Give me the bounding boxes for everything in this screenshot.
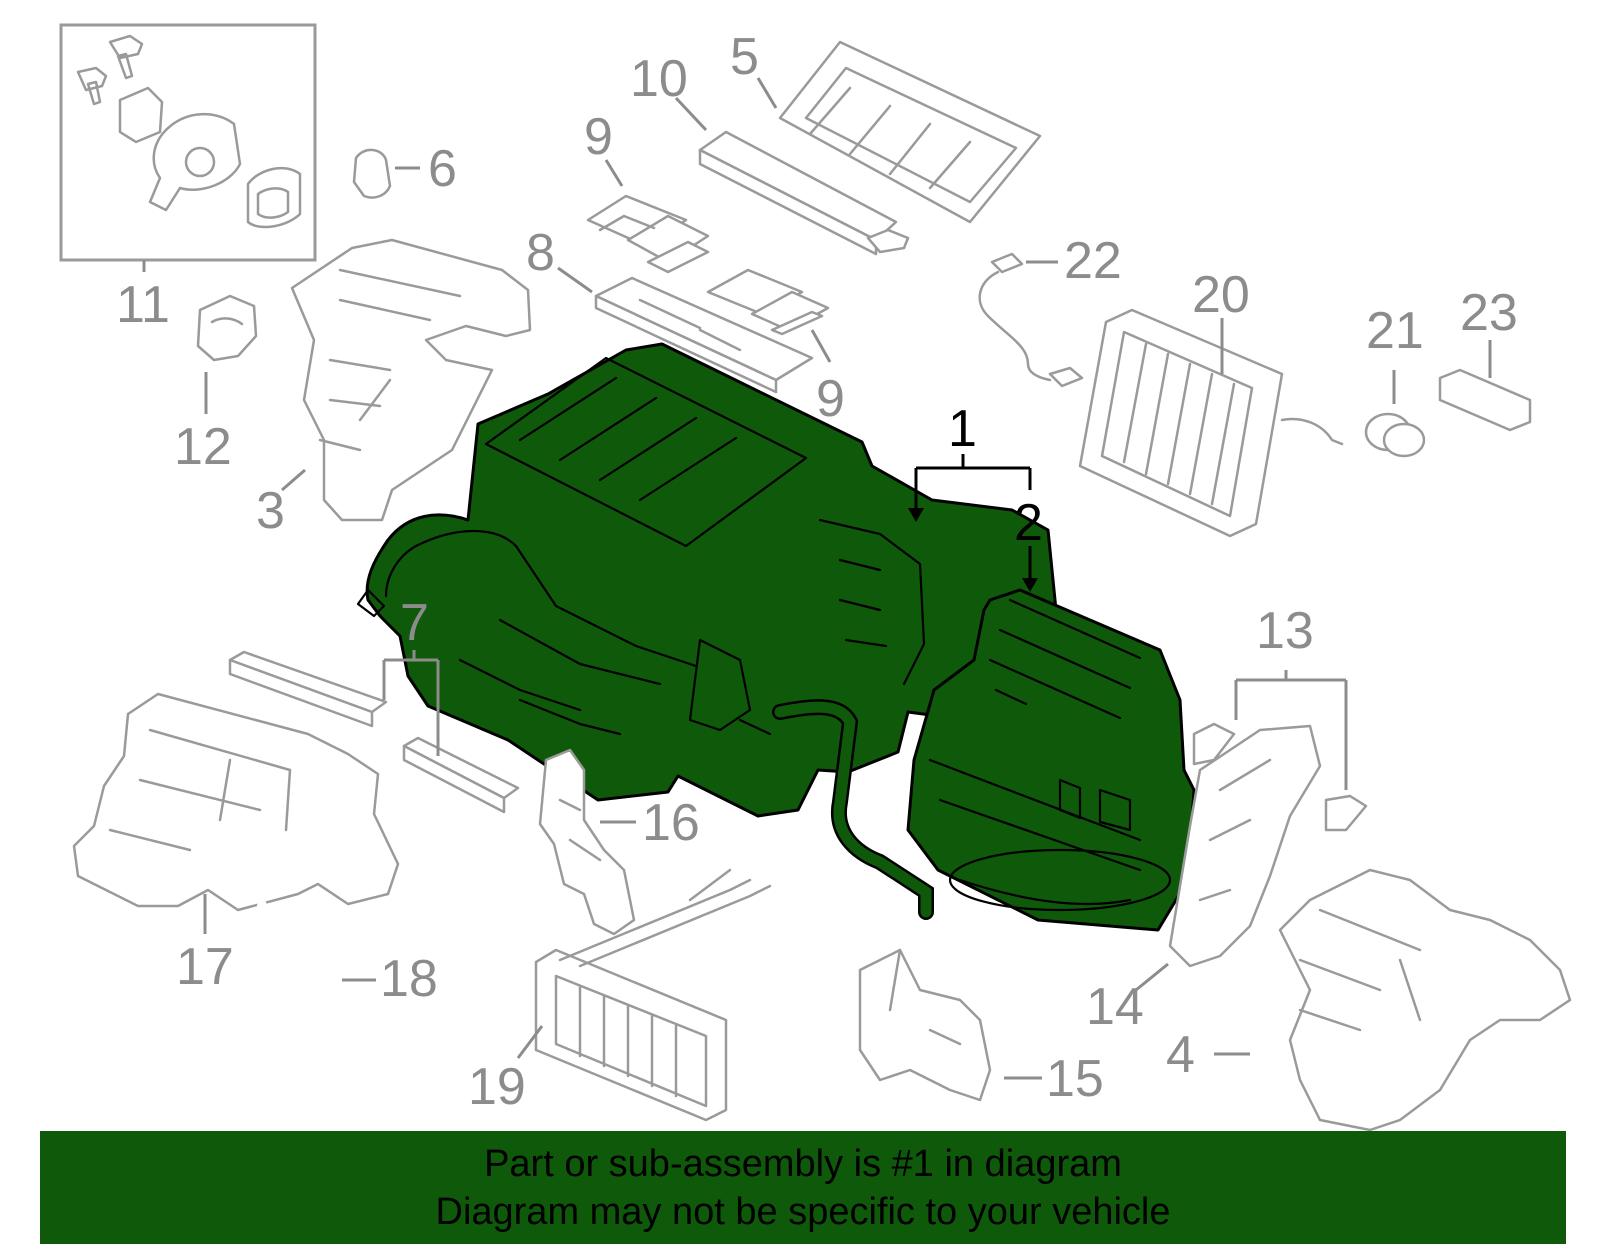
- callout-3: 3: [256, 482, 285, 540]
- part-5-cover[interactable]: [778, 40, 1042, 224]
- part-6[interactable]: [352, 148, 392, 199]
- notice-banner: Part or sub-assembly is #1 in diagram Di…: [40, 1131, 1566, 1244]
- part-13-clips[interactable]: [1192, 722, 1368, 832]
- callout-2: 2: [1014, 494, 1043, 552]
- callout-12: 12: [174, 418, 232, 476]
- callout-4: 4: [1166, 1026, 1195, 1084]
- part-18-hose[interactable]: [256, 899, 389, 1079]
- callout-6: 6: [428, 140, 457, 198]
- part-23[interactable]: [1438, 368, 1532, 432]
- part-14-panel[interactable]: [1168, 724, 1322, 968]
- callout-8: 8: [526, 224, 555, 282]
- callout-7: 7: [400, 594, 429, 652]
- callout-14: 14: [1086, 978, 1144, 1036]
- callout-5: 5: [730, 28, 759, 86]
- callout-10: 10: [630, 50, 688, 108]
- banner-line-2: Diagram may not be specific to your vehi…: [435, 1190, 1171, 1233]
- callout-23: 23: [1460, 284, 1518, 342]
- part-17-case-half[interactable]: [72, 692, 400, 912]
- callout-19: 19: [468, 1058, 526, 1116]
- callout-11: 11: [116, 276, 170, 334]
- part-16-duct[interactable]: [538, 748, 636, 936]
- part-3-case-half[interactable]: [290, 238, 532, 522]
- part-19-heater-core[interactable]: [534, 868, 772, 1122]
- part-8-door[interactable]: [594, 276, 814, 394]
- part-12[interactable]: [196, 294, 258, 362]
- part-7-filters[interactable]: [228, 650, 520, 814]
- callout-20: 20: [1192, 266, 1250, 324]
- part-2-blower-unit-highlighted[interactable]: [906, 588, 1196, 932]
- banner-line-1: Part or sub-assembly is #1 in diagram: [484, 1142, 1122, 1185]
- callout-16: 16: [642, 794, 700, 852]
- part-1-hvac-assembly-highlighted[interactable]: [356, 342, 1060, 894]
- callout-9-lower: 9: [816, 370, 845, 428]
- part-9-doors-upper[interactable]: [586, 194, 710, 274]
- callout-17: 17: [176, 938, 234, 996]
- callout-15: 15: [1046, 1050, 1104, 1108]
- part-10-filter[interactable]: [698, 130, 910, 256]
- callout-21: 21: [1366, 302, 1424, 360]
- part-22-sensor[interactable]: [978, 252, 1084, 388]
- callout-9-upper: 9: [584, 108, 613, 166]
- callout-18: 18: [380, 950, 438, 1008]
- callout-13: 13: [1256, 602, 1314, 660]
- part-4-case-half[interactable]: [1278, 868, 1572, 1132]
- part-11-kit[interactable]: [59, 23, 317, 262]
- part-15-duct[interactable]: [858, 948, 992, 1102]
- part-20-evaporator[interactable]: [1078, 308, 1344, 538]
- part-21-oring[interactable]: [1364, 412, 1426, 458]
- part-9-doors-lower[interactable]: [706, 268, 830, 336]
- callout-1: 1: [948, 400, 977, 458]
- callout-22: 22: [1064, 232, 1122, 290]
